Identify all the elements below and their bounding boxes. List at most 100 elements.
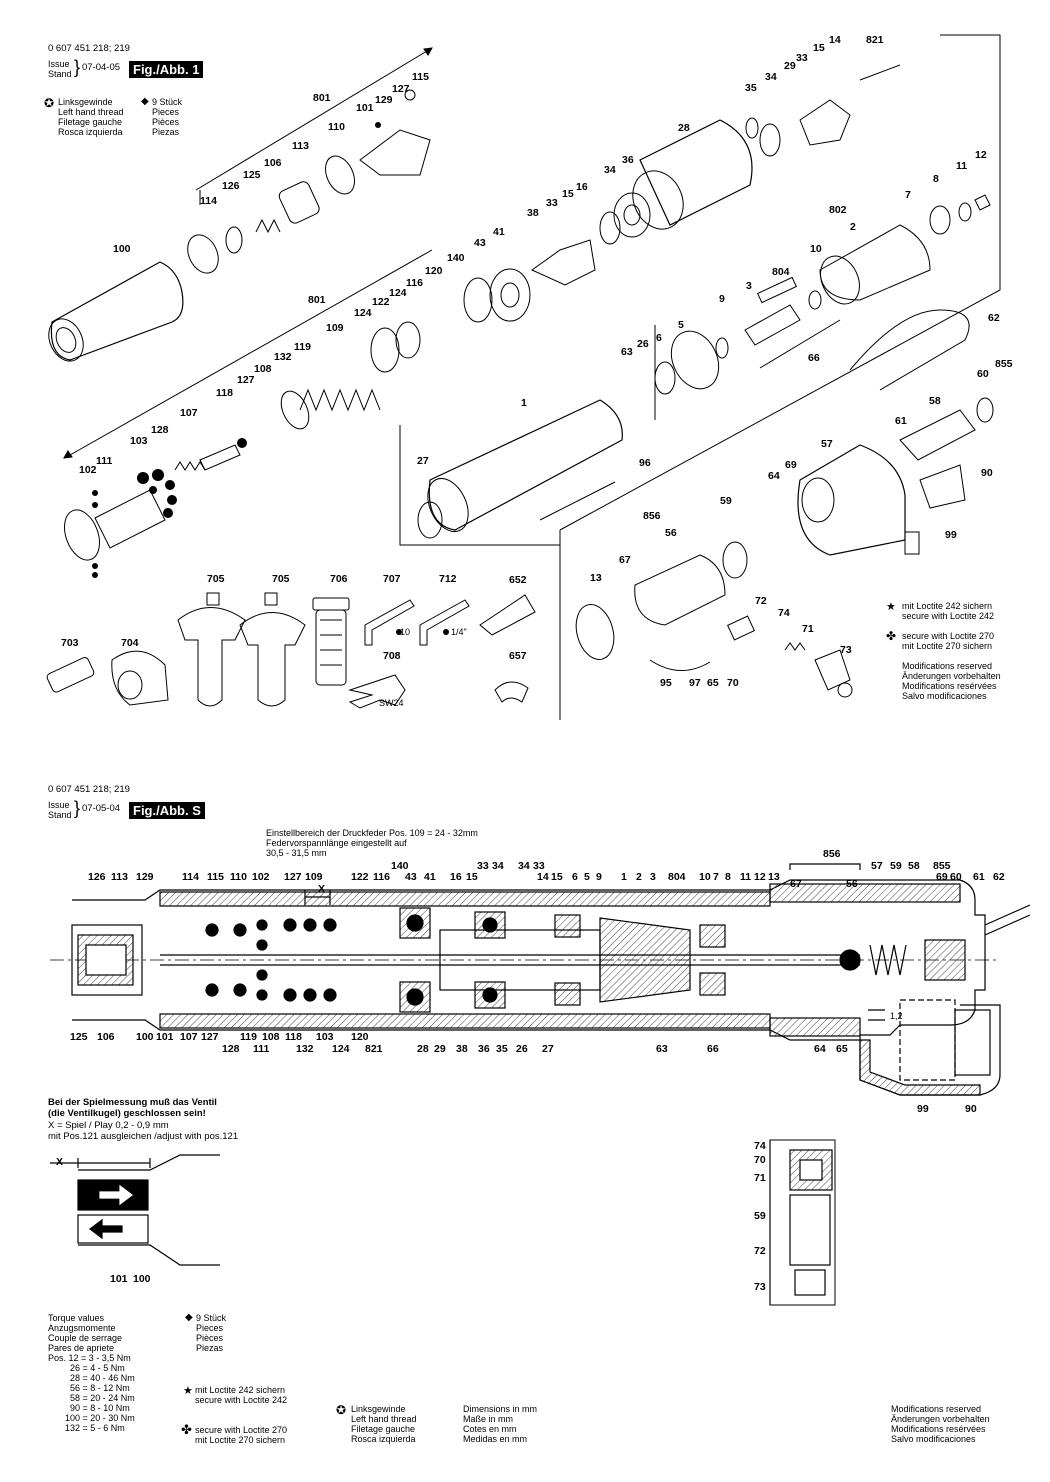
section-bottom-callout: 99: [917, 1103, 929, 1115]
section-bottom-callout: 36: [478, 1043, 490, 1055]
part-callout: 35: [745, 82, 757, 94]
part-callout: 128: [151, 424, 169, 436]
detail-callout: 72: [754, 1245, 766, 1257]
play-adjust: mit Pos.121 ausgleichen /adjust with pos…: [48, 1131, 239, 1142]
part-callout: 29: [784, 60, 796, 72]
section-top-callout: 804: [668, 871, 686, 883]
part-callout: 110: [328, 121, 345, 133]
part-callout: 27: [417, 455, 429, 467]
part-callout: 801: [313, 92, 331, 104]
section-top-callout: 33: [477, 860, 489, 872]
clover-icon: ✤: [181, 1422, 192, 1437]
part-callout: 118: [216, 387, 233, 399]
star-icon: ★: [886, 601, 896, 613]
part-callout: 67: [619, 554, 631, 566]
part-callout: 804: [772, 266, 790, 278]
section-bottom-callout: 63: [656, 1043, 668, 1055]
sheet2-issue-label: Issue: [48, 800, 70, 810]
section-top-callout: 127: [284, 871, 302, 883]
section-top-callout: 43: [405, 871, 417, 883]
part-callout: 43: [474, 237, 486, 249]
part-callout: 34: [765, 71, 777, 83]
section-bottom-callout: 35: [496, 1043, 508, 1055]
part-callout: 102: [79, 464, 97, 476]
section-bottom-callout: 120: [351, 1031, 369, 1043]
part-callout: 100: [113, 243, 131, 255]
part-callout: 3: [746, 280, 752, 292]
part-callout: 73: [840, 644, 852, 656]
section-bottom-callout: 119: [240, 1031, 257, 1043]
section-top-callout: 57: [871, 860, 883, 872]
section-top-callout: 60: [950, 871, 962, 883]
part-callout: 36: [622, 154, 634, 166]
sheet1-brace: }: [74, 57, 81, 77]
sheet2-brace: }: [74, 798, 81, 818]
part-callout: 124: [389, 287, 407, 299]
section-top-callout: 855: [933, 860, 951, 872]
part-callout: 2: [850, 221, 856, 233]
part-callout: 16: [576, 181, 588, 193]
part-callout: 115: [412, 71, 429, 83]
star-icon: ★: [183, 1385, 193, 1397]
part-callout: 101: [356, 102, 374, 114]
tool-size-quarter: 1/4": [451, 627, 467, 637]
section-top-callout: 5: [584, 871, 590, 883]
part-callout: 704: [121, 637, 139, 649]
section-top-callout: 126: [88, 871, 106, 883]
sheet2-stand-label: Stand: [48, 810, 72, 820]
part-callout: 74: [778, 607, 790, 619]
part-callout: 38: [527, 207, 539, 219]
part-callout: 122: [372, 296, 390, 308]
part-callout: 33: [546, 197, 558, 209]
part-callout: 705: [207, 573, 225, 585]
part-callout: 9: [719, 293, 725, 305]
exploded-view-drawing: [46, 34, 1001, 720]
part-callout: 708: [383, 650, 401, 662]
part-callout: 60: [977, 368, 989, 380]
section-bottom-callout: 111: [253, 1043, 270, 1055]
part-callout: 127: [392, 83, 410, 95]
play-value: X = Spiel / Play 0,2 - 0,9 mm: [48, 1120, 169, 1131]
part-callout: 801: [308, 294, 326, 306]
play-measurement-note: Bei der Spielmessung muß das Ventil(die …: [48, 1097, 217, 1119]
part-callout: 802: [829, 204, 847, 216]
section-top-callout: 1: [621, 871, 627, 883]
tool-size-10: 10: [400, 627, 411, 637]
part-callout: 703: [61, 637, 79, 649]
section-bottom-callout: 127: [201, 1031, 219, 1043]
section-top-callout: 34: [492, 860, 504, 872]
part-callout: 96: [639, 457, 651, 469]
sheet2-figure-label: Fig./Abb. S: [129, 802, 205, 819]
part-callout: 11: [956, 160, 968, 172]
section-top-callout: 8: [725, 871, 731, 883]
section-bottom-callout: 118: [285, 1031, 302, 1043]
part-callout: 706: [330, 573, 348, 585]
section-top-callout: 62: [993, 871, 1005, 883]
part-callout: 707: [383, 573, 401, 585]
part-callout: 28: [678, 122, 690, 134]
part-callout: 140: [447, 252, 465, 264]
section-top-callout: 67: [790, 878, 802, 890]
part-callout: 72: [755, 595, 767, 607]
part-callout: 26: [637, 338, 649, 350]
section-bottom-callout: 821: [365, 1043, 383, 1055]
section-top-callout: 15: [466, 871, 478, 883]
sheet1-date: 07-04-05: [82, 62, 121, 73]
detail-callout: 73: [754, 1281, 766, 1293]
part-callout: 120: [425, 265, 443, 277]
part-callout: 99: [945, 529, 957, 541]
part-callout: 70: [727, 677, 739, 689]
part-callout: 129: [375, 94, 393, 106]
part-callout: 107: [180, 407, 198, 419]
part-callout: 33: [796, 52, 808, 64]
torque-values-table: Pos. 12 = 3 - 3,5 Nm 26 = 4 - 5 Nm 28 = …: [48, 1353, 135, 1433]
section-top-callout: 58: [908, 860, 920, 872]
part-callout: 132: [274, 351, 292, 363]
section-top-callout: 2: [636, 871, 642, 883]
part-callout: 126: [222, 180, 240, 192]
part-callout: 657: [509, 650, 527, 662]
section-top-callout: 12: [754, 871, 766, 883]
